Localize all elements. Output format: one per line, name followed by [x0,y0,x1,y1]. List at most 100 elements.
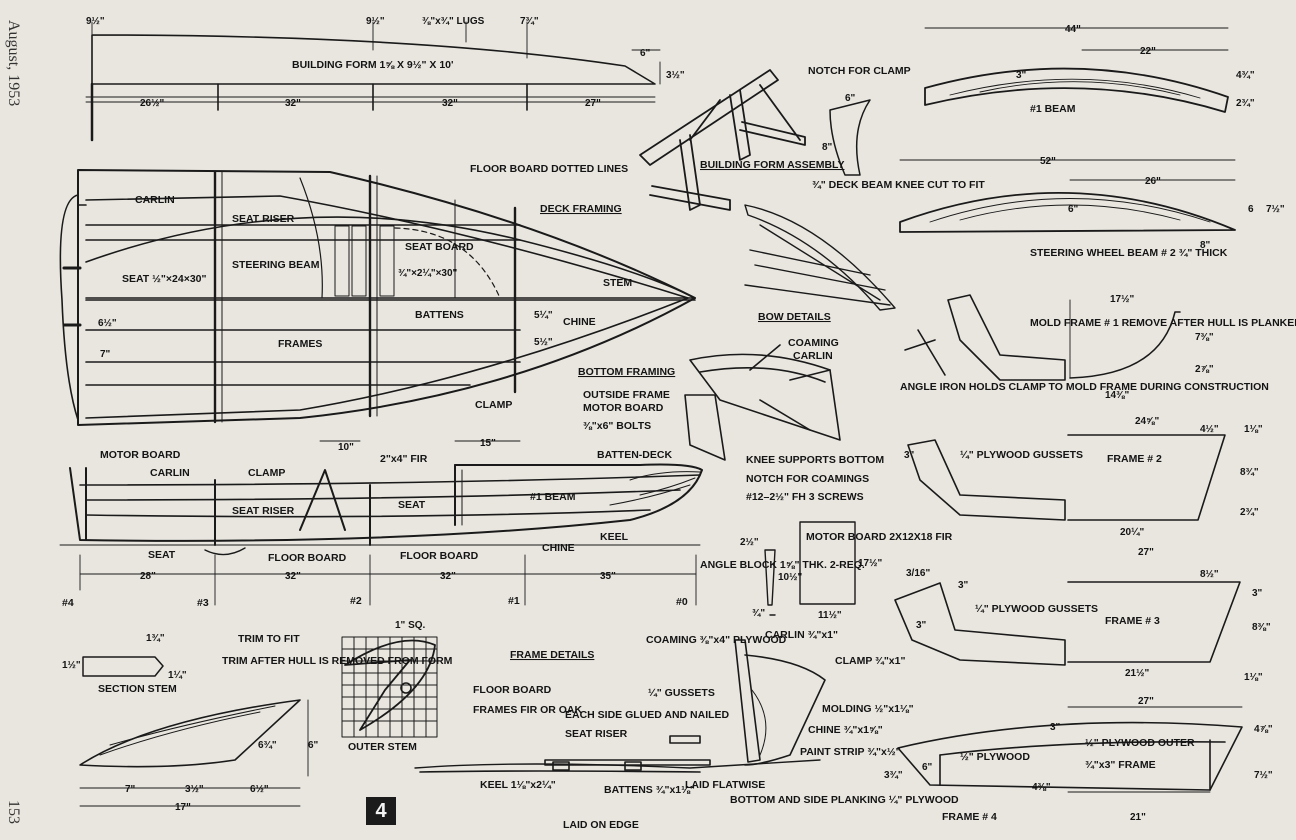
building-form-drawing [85,21,661,142]
beam1-dim-44: 44" [1065,24,1081,35]
deck-label-chine: CHINE [563,316,596,328]
bf-dim-0: 26½" [140,98,164,109]
profile-label-seat-b: SEAT [148,549,176,561]
fd-keel: KEEL 1⅛"x2¼" [480,779,556,791]
fd-coaming: COAMING ⅜"x4" PLYWOOD [646,634,787,646]
bow-label-screws: #12–2½" FH 3 SCREWS [746,491,864,503]
stem-dim-1-25: 1¼" [168,670,187,681]
deck-plan-drawing [59,169,696,426]
trim-after-hull-label: TRIM AFTER HULL IS REMOVED FROM FORM [222,655,453,667]
frame3-dim-0: 27" [1138,547,1154,558]
frame3-gusset: ¼" PLYWOOD GUSSETS [975,603,1098,615]
frame3-name: FRAME # 3 [1105,615,1160,627]
motor-board-dim-11-5: 11½" [818,610,842,621]
angle-block-dim-10-5: 10½" [778,572,802,583]
deck-dim-6-5: 6½" [98,318,117,329]
frame-details-title: FRAME DETAILS [510,649,594,661]
deck-beam-knee-drawing [829,99,871,176]
station-dim-1: 32" [285,571,301,582]
beam1-dim-4-75: 4¾" [1236,70,1255,81]
frame-details-drawing [414,639,826,773]
frame3-dim-6: 3" [916,620,927,631]
profile-label-motor-board: MOTOR BOARD [100,449,181,461]
beam-2-drawing [899,159,1236,233]
bow-label-carlin: CARLIN [793,350,833,362]
frame2-dim-4: 8¾" [1240,467,1259,478]
outer-stem-grid-drawing [341,636,438,738]
frame2-dim-2: 1⅛" [1244,424,1263,435]
profile-label-batten-deck: BATTEN-DECK [597,449,672,461]
deck-label-battens: BATTENS [415,309,464,321]
profile-drawing [59,440,703,606]
frame3-dim-7: 21½" [1125,668,1149,679]
bow-detail-upper-drawing [744,204,896,311]
frame4-dim-4: 4⅞" [1254,724,1273,735]
bf-dim-3: 27" [585,98,601,109]
frame3-dim-5: 3/16" [906,568,930,579]
outer-stem-label: OUTER STEM [348,741,417,753]
station-0: #0 [676,596,688,608]
bow-detail-lower-drawing [684,344,841,461]
bow-label-coaming: COAMING [788,337,839,349]
frame-4-drawing [897,706,1243,793]
deck-label-steering-beam: STEERING BEAM [232,259,320,271]
frame2-dim-5: 2¾" [1240,507,1259,518]
beam2-dim-6: 6" [1068,204,1079,215]
deck-label-frames: FRAMES [278,338,322,350]
profile-label-chine: CHINE [542,542,575,554]
station-dim-3: 35" [600,571,616,582]
frame4-frame: ¾"x3" FRAME [1085,759,1156,771]
motor-board-dim-17-5: 17½" [858,558,882,569]
deck-label-seat-board: SEAT BOARD [405,241,474,253]
deck-dim-5-25: 5¼" [534,310,553,321]
mold1-dim-17-5: 17½" [1110,294,1134,305]
bow-label-notch: NOTCH FOR CLAMP [808,65,911,77]
fd-molding: MOLDING ½"x1⅛" [822,703,914,715]
trim-to-fit-label: TRIM TO FIT [238,633,300,645]
beam1-name: #1 BEAM [1030,103,1076,115]
deck-label-carlin: CARLIN [135,194,175,206]
beam2-dim-52: 52" [1040,156,1056,167]
station-dim-0: 28" [140,571,156,582]
fd-laid-flatwise: LAID FLATWISE [685,779,765,791]
fd-seat-riser: SEAT RISER [565,728,628,740]
stem-dim-7: 7" [125,784,136,795]
fd-carlin: CARLIN ¾"x1" [765,629,838,641]
fd-floor-board: FLOOR BOARD [473,684,552,696]
frame4-dim-0: 27" [1138,696,1154,707]
station-4: #4 [62,597,74,609]
bow-label-knee-supports: KNEE SUPPORTS BOTTOM [746,454,884,466]
bf-mark-3: 7¾" [520,16,539,27]
frame4-dim-6: 3¾" [884,770,903,781]
profile-label-carlin: CARLIN [150,467,190,479]
fd-gussets: ¼" GUSSETS [648,687,715,699]
deck-label-seat-board-size: ¾"×2¼"×30" [398,268,458,279]
profile-label-keel: KEEL [600,531,629,543]
grid-square-label: 1" SQ. [395,620,426,631]
deck-framing-title: DECK FRAMING [540,203,622,215]
bottom-framing-title: BOTTOM FRAMING [578,366,675,378]
station-1: #1 [508,595,520,607]
beam2-dim-6b: 6 [1248,204,1254,215]
profile-label-beam1: #1 BEAM [530,491,576,503]
building-form-assembly-title: BUILDING FORM ASSEMBLY [700,159,844,171]
fd-laid-on-edge: LAID ON EDGE [563,819,639,831]
frame2-dim-6: 20¼" [1120,527,1144,538]
frame4-plywood: ½" PLYWOOD [960,751,1030,763]
stem-dim-1-75: 1¾" [146,633,165,644]
station-3: #3 [197,597,209,609]
section-stem-label: SECTION STEM [98,683,177,695]
profile-label-fir: 2"x4" FIR [380,453,428,465]
fd-frames: FRAMES FIR OR OAK [473,704,582,716]
frame3-dim-4: 3" [958,580,969,591]
frame3-dim-3: 8⅜" [1252,622,1271,633]
bow-dim-8: 8" [822,142,833,153]
stem-dim-6-75: 6¾" [258,740,277,751]
deck-label-floor-board: FLOOR BOARD DOTTED LINES [470,163,628,175]
mold-frame-1-drawing [904,294,1181,381]
profile-label-floor-board-b: FLOOR BOARD [400,550,479,562]
bow-details-title: BOW DETAILS [758,311,831,323]
deck-dim-5-5: 5½" [534,337,553,348]
section-stem-drawing [82,656,164,677]
